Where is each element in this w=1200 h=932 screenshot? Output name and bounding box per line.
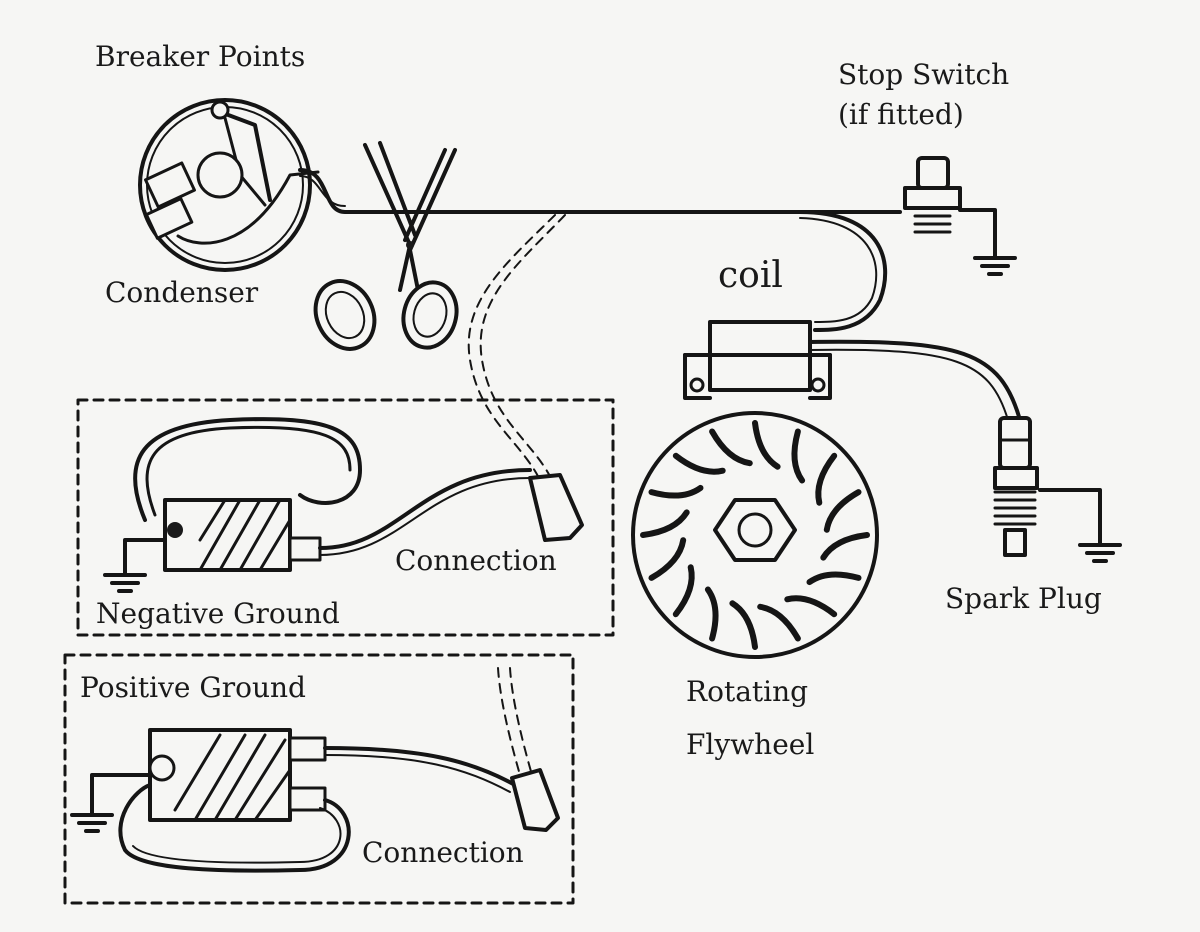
negative-ground-label: Negative Ground xyxy=(96,597,340,630)
flywheel-vane xyxy=(672,564,695,618)
spark-plug-icon xyxy=(993,416,1102,557)
ground-symbol-icon xyxy=(70,813,114,833)
ground-symbol-icon xyxy=(103,573,147,593)
connection-label-negative: Connection xyxy=(395,544,557,577)
breaker-points-icon xyxy=(138,98,320,272)
flywheel-vane xyxy=(752,420,781,470)
scissors-icon xyxy=(313,141,459,351)
flywheel-vane xyxy=(791,428,806,484)
flywheel-vane xyxy=(709,428,753,467)
spark-plug-label: Spark Plug xyxy=(945,582,1102,615)
connector-cap-positive xyxy=(510,768,560,832)
condenser-label: Condenser xyxy=(105,276,259,309)
dashed-wire-positive xyxy=(497,667,521,776)
flywheel-vane xyxy=(784,595,838,618)
flywheel-vane xyxy=(704,586,719,642)
positive-ground-box xyxy=(63,653,575,905)
positive-ground-coil-icon xyxy=(90,728,517,873)
coil-label: coil xyxy=(718,255,783,296)
coil-feed-wire xyxy=(798,210,888,332)
flywheel-vane xyxy=(648,537,687,581)
ht-lead xyxy=(808,339,1022,422)
negative-ground-box xyxy=(76,398,615,637)
flywheel-vane xyxy=(823,489,862,533)
dashed-wire-negative xyxy=(467,214,556,481)
breaker-points-label: Breaker Points xyxy=(95,40,305,73)
negative-ground-coil-icon xyxy=(123,417,532,577)
positive-ground-label: Positive Ground xyxy=(80,671,306,704)
flywheel-vane xyxy=(820,532,870,561)
stop-switch-label: Stop Switch xyxy=(838,58,1009,91)
main-wire xyxy=(298,168,902,214)
flywheel-vane xyxy=(672,452,726,475)
stop-switch-icon xyxy=(903,156,997,260)
flywheel-vane xyxy=(815,452,838,506)
flywheel-label: Flywheel xyxy=(686,728,814,761)
flywheel-vane xyxy=(806,571,862,586)
rotating-label: Rotating xyxy=(686,675,808,708)
flywheel-vane xyxy=(640,509,690,538)
ground-symbol-icon xyxy=(1078,543,1122,563)
ground-symbol-icon xyxy=(973,256,1017,276)
ignition-coil-icon xyxy=(683,320,832,400)
flywheel-vane xyxy=(757,603,801,642)
stop-switch-note: (if fitted) xyxy=(838,98,964,131)
flywheel-icon xyxy=(631,411,879,659)
connection-label-positive: Connection xyxy=(362,836,524,869)
flywheel-vane xyxy=(729,600,758,650)
connector-cap-negative xyxy=(528,473,584,542)
flywheel-vane xyxy=(648,484,704,499)
